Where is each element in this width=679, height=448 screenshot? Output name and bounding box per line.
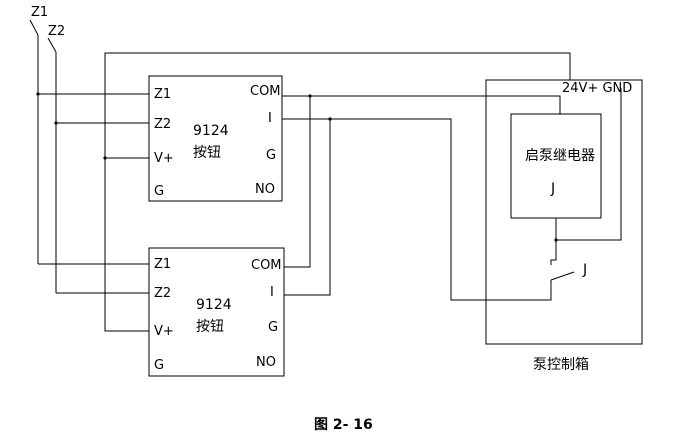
top-z1-terminal: Z1 xyxy=(154,87,171,102)
bottom-com-terminal: COM xyxy=(251,258,282,273)
relay-contact-upper xyxy=(550,240,557,265)
z2-lead xyxy=(47,37,57,53)
junction-dots xyxy=(36,92,558,242)
com-bus xyxy=(282,95,561,114)
v-plus-bus xyxy=(104,52,571,332)
top-name-label: 按钮 xyxy=(193,145,221,161)
bottom-z2-terminal: Z2 xyxy=(154,286,171,301)
power-terminals-label: 24V+ GND xyxy=(562,81,632,96)
top-g-right-terminal: G xyxy=(266,148,276,163)
figure-caption: 图 2- 16 xyxy=(314,417,373,433)
bottom-model-label: 9124 xyxy=(196,297,232,313)
pump-start-relay xyxy=(510,113,602,219)
top-z2-terminal: Z2 xyxy=(154,117,171,132)
bottom-name-label: 按钮 xyxy=(196,319,224,335)
top-no-terminal: NO xyxy=(255,182,275,197)
relay-contact-blade xyxy=(550,271,575,281)
bottom-i-terminal: I xyxy=(270,285,274,300)
top-model-label: 9124 xyxy=(193,123,229,139)
z1-input-label: Z1 xyxy=(31,5,48,20)
top-vplus-terminal: V+ xyxy=(154,151,174,166)
top-g-left-terminal: G xyxy=(154,184,164,199)
bottom-z1-terminal: Z1 xyxy=(154,257,171,272)
bottom-vplus-terminal: V+ xyxy=(154,324,174,339)
control-box-label: 泵控制箱 xyxy=(533,357,589,373)
bottom-no-terminal: NO xyxy=(256,355,276,370)
relay-code-label: J xyxy=(550,181,555,197)
relay-gnd xyxy=(555,88,622,241)
top-com-terminal: COM xyxy=(250,84,281,99)
bottom-g-right-terminal: G xyxy=(268,320,278,335)
button-9124-top xyxy=(148,75,283,202)
z1-lead xyxy=(29,19,39,36)
wires xyxy=(29,19,622,332)
i-bus xyxy=(282,118,331,296)
i-to-contact xyxy=(330,118,552,301)
relay-name-label: 启泵继电器 xyxy=(525,148,595,164)
button-9124-bottom xyxy=(148,247,285,377)
top-i-terminal: I xyxy=(268,111,272,126)
pump-control-box xyxy=(485,79,643,345)
z2-input-label: Z2 xyxy=(48,24,65,39)
bottom-g-left-terminal: G xyxy=(154,358,164,373)
relay-contact-label: J xyxy=(582,262,587,278)
